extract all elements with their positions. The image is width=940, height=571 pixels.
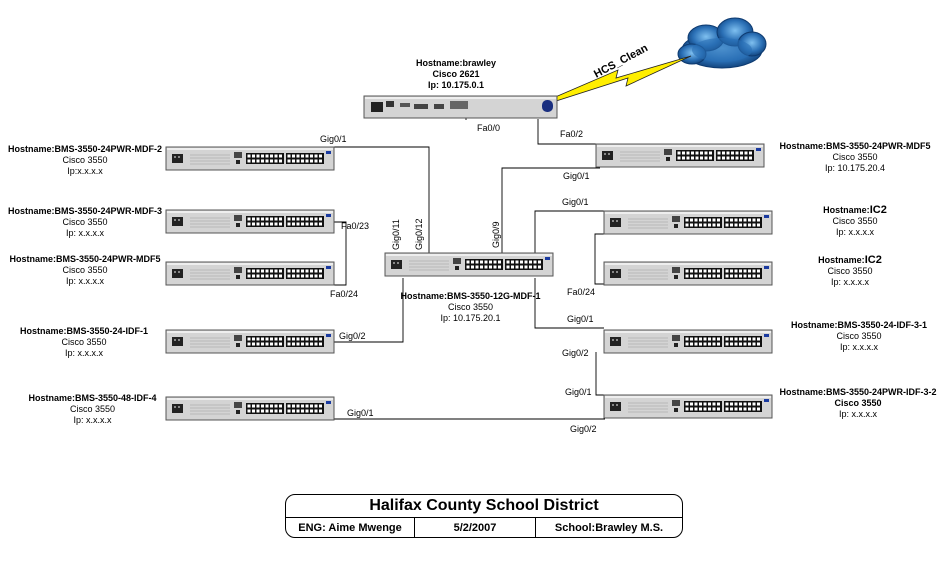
device-ip: Ip: 10.175.20.1: [440, 313, 501, 323]
link-core-ic2a: [534, 210, 605, 253]
router-brawley: [363, 95, 558, 119]
device-ip: Ip:x.x.x.x: [67, 166, 103, 176]
device-hostname: Hostname:BMS-3550-24PWR-MDF-3: [7, 206, 163, 216]
switch-mdf3-icon: [166, 210, 334, 233]
port-label: Gig0/1: [562, 197, 589, 207]
switch-idf4-icon: [166, 397, 334, 420]
device-model: Cisco 3550: [62, 155, 108, 165]
port-label: Gig0/12: [414, 218, 424, 250]
device-ip: Ip: x.x.x.x: [838, 409, 877, 419]
port-label: Gig0/1: [320, 134, 347, 144]
hostname-suffix: IC2: [864, 254, 882, 266]
device-model: Cisco 3550: [836, 331, 882, 341]
port-label: Gig0/1: [563, 171, 590, 181]
device-ip: Ip: x.x.x.x: [839, 342, 878, 352]
wan-lightning-icon: [552, 55, 692, 102]
hostname-prefix: Hostname:: [823, 205, 870, 215]
device-label-core: Hostname:BMS-3550-12G-MDF-1 Cisco 3550 I…: [398, 291, 543, 324]
device-hostname: Hostname:BMS-3550-24PWR-IDF-3-2: [779, 387, 937, 397]
title-block-school: School:Brawley M.S.: [554, 522, 664, 534]
device-hostname: Hostname:BMS-3550-48-IDF-4: [28, 393, 157, 403]
device-ip: Ip: x.x.x.x: [64, 348, 103, 358]
device-hostname: Hostname:IC2: [795, 255, 905, 266]
title-block: Halifax County School District ENG: Aime…: [285, 494, 683, 538]
device-label-idf4: Hostname:BMS-3550-48-IDF-4 Cisco 3550 Ip…: [0, 393, 185, 426]
switch-idf31-icon: [604, 330, 772, 353]
port-label: Fa0/24: [330, 289, 359, 299]
device-hostname: Hostname:BMS-3550-24-IDF-1: [19, 326, 149, 336]
device-label-mdf2: Hostname:BMS-3550-24PWR-MDF-2 Cisco 3550…: [0, 144, 170, 177]
device-model: Cisco 3550: [69, 404, 116, 414]
device-model: Cisco 3550: [832, 216, 878, 226]
device-hostname: Hostname:BMS-3550-24PWR-MDF5: [9, 254, 161, 264]
device-model: Cisco 3550: [62, 217, 108, 227]
link-idf31-idf32: [595, 352, 604, 396]
device-label-idf1: Hostname:BMS-3550-24-IDF-1 Cisco 3550 Ip…: [0, 326, 168, 359]
switch-idf1-icon: [166, 330, 334, 353]
device-label-ic2b: Hostname:IC2 Cisco 3550 Ip: x.x.x.x: [795, 255, 905, 288]
hostname-prefix: Hostname:: [818, 255, 865, 265]
device-ip: Ip: x.x.x.x: [65, 276, 104, 286]
link-core-idf31: [534, 278, 604, 329]
switch-mdf5right-icon: [596, 144, 764, 167]
switch-ic2a-icon: [604, 211, 772, 234]
device-model: Cisco 3550: [61, 337, 107, 347]
title-block-info-row: ENG: Aime Mwenge 5/2/2007 School:Brawley…: [286, 518, 682, 538]
device-hostname: Hostname:BMS-3550-24-IDF-3-1: [790, 320, 928, 330]
link-mdf2-core: [334, 146, 430, 253]
title-block-title: Halifax County School District: [286, 495, 682, 518]
device-model: Cisco 3550: [832, 152, 878, 162]
device-hostname: Hostname:BMS-3550-24PWR-MDF-2: [7, 144, 163, 154]
link-ic2a-ic2b: [594, 233, 605, 285]
device-model: Cisco 3550: [447, 302, 494, 312]
device-ip: Ip: x.x.x.x: [65, 228, 104, 238]
switch-mdf5left-icon: [166, 262, 334, 285]
link-mdf3-mdf5left: [334, 221, 347, 286]
device-model: Cisco 3550: [62, 265, 108, 275]
port-label: Fa0/2: [560, 129, 584, 139]
device-label-mdf5right: Hostname:BMS-3550-24PWR-MDF5 Cisco 3550 …: [770, 141, 940, 174]
port-label: Gig0/2: [339, 331, 366, 341]
device-ip: Ip: x.x.x.x: [73, 415, 112, 425]
port-label: Gig0/2: [570, 424, 597, 434]
port-label: Fa0/23: [341, 221, 370, 231]
router-model: Cisco 2621: [432, 69, 480, 79]
device-label-ic2a: Hostname:IC2 Cisco 3550 Ip: x.x.x.x: [800, 205, 910, 238]
router-hostname: Hostname:brawley: [415, 58, 497, 68]
port-label: Gig0/2: [562, 348, 589, 358]
device-model: Cisco 3550: [834, 398, 882, 408]
device-ip: Ip: 10.175.20.4: [824, 163, 886, 173]
link-core-mdf5right: [501, 167, 600, 253]
router-label: Hostname:brawley Cisco 2621 Ip: 10.175.0…: [396, 58, 516, 91]
device-ip: Ip: x.x.x.x: [835, 227, 874, 237]
switch-ic2b-icon: [604, 262, 772, 285]
port-label: Gig0/9: [491, 221, 501, 248]
device-hostname: Hostname:BMS-3550-12G-MDF-1: [400, 291, 541, 301]
switch-mdf2-icon: [166, 147, 334, 170]
device-label-mdf3: Hostname:BMS-3550-24PWR-MDF-3 Cisco 3550…: [0, 206, 170, 239]
port-label: Gig0/11: [391, 219, 401, 250]
port-label: Fa0/24: [567, 287, 596, 297]
device-label-mdf5left: Hostname:BMS-3550-24PWR-MDF5 Cisco 3550 …: [0, 254, 170, 287]
port-label: Gig0/1: [565, 387, 592, 397]
device-hostname: Hostname:IC2: [800, 205, 910, 216]
port-label: Fa0/0: [477, 123, 501, 133]
device-label-idf31: Hostname:BMS-3550-24-IDF-3-1 Cisco 3550 …: [778, 320, 940, 353]
title-block-engineer: ENG: Aime Mwenge: [286, 518, 415, 538]
title-block-date: 5/2/2007: [415, 518, 536, 538]
port-label: Gig0/1: [347, 408, 374, 418]
hostname-suffix: IC2: [869, 204, 887, 216]
device-label-idf32: Hostname:BMS-3550-24PWR-IDF-3-2 Cisco 35…: [776, 387, 940, 420]
switch-idf32-icon: [604, 395, 772, 418]
cloud-icon: [677, 17, 767, 69]
port-label: Gig0/1: [567, 314, 594, 324]
device-model: Cisco 3550: [827, 266, 873, 276]
router-ip: Ip: 10.175.0.1: [427, 80, 485, 90]
device-ip: Ip: x.x.x.x: [830, 277, 869, 287]
device-hostname: Hostname:BMS-3550-24PWR-MDF5: [779, 141, 931, 151]
link-router-mdf5right: [537, 119, 600, 145]
link-idf1-core: [334, 278, 404, 343]
switch-core-icon: [385, 253, 553, 276]
